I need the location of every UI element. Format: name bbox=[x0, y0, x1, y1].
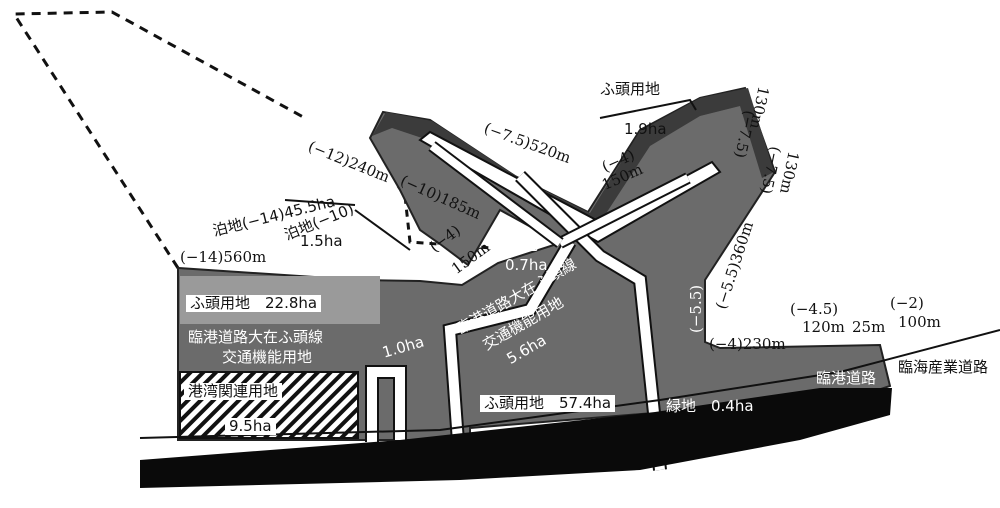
label-port-related-ha: 9.5ha bbox=[225, 418, 276, 435]
label-green-0-7: 緑地 bbox=[508, 236, 539, 254]
label-rinkai-road: 臨海産業道路 bbox=[898, 358, 989, 376]
label-quay-1-9-ha: 1.9ha bbox=[624, 120, 667, 138]
label-anchorage-10-ha: 1.5ha bbox=[300, 232, 343, 250]
pier-edge-band bbox=[372, 88, 774, 232]
label-quay-22-8: ふ頭用地 22.8ha bbox=[186, 295, 322, 312]
coastal-land-black bbox=[140, 388, 892, 488]
planning-boundary-dashed bbox=[11, 10, 306, 269]
berth-2-100-b: 100m bbox=[898, 313, 941, 331]
pier-central-slot bbox=[418, 130, 722, 244]
label-quay-57-4: ふ頭用地 57.4ha bbox=[480, 395, 616, 412]
berth-14-560: (−14)560m bbox=[180, 248, 267, 266]
label-rinkou-kotsu-1: 臨港道路大在ふ頭線 bbox=[188, 328, 324, 346]
berth-4-230: (−4)230m bbox=[709, 335, 786, 353]
rinkai-road-line bbox=[139, 329, 1000, 439]
berth-4-5-120-a: (−4.5) bbox=[790, 300, 839, 318]
berth-5-5-180: (−5.5) bbox=[687, 284, 705, 333]
berth-10-170: (−10) 170m bbox=[358, 253, 460, 271]
label-green-0-4: 緑地 0.4ha bbox=[666, 397, 754, 415]
leader-lines bbox=[284, 98, 697, 251]
label-green-0-7-ha: 0.7ha bbox=[505, 256, 548, 274]
label-rinkou-road: 臨港道路 bbox=[816, 369, 877, 387]
berth-4-5-120-b: 120m bbox=[802, 318, 845, 336]
label-quay-1-9-name: ふ頭用地 bbox=[600, 80, 661, 98]
berth-25: 25m bbox=[852, 318, 886, 336]
label-port-related: 港湾関連用地 bbox=[184, 383, 283, 400]
label-rinkou-kotsu-2: 交通機能用地 bbox=[222, 348, 313, 366]
berth-2-100-a: (−2) bbox=[890, 294, 924, 312]
berth-5-5-180-len: 180m bbox=[705, 290, 723, 333]
roads bbox=[365, 141, 691, 471]
